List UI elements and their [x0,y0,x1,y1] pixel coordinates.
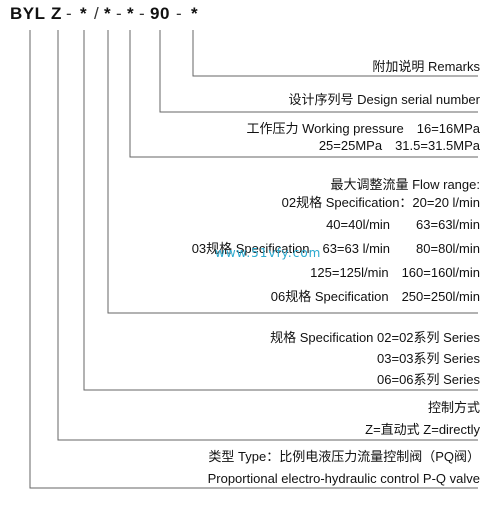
code-flow: * [104,4,112,23]
code-sep-5: - [176,4,183,23]
watermark-text: www.51vfy.com [215,246,322,260]
leader-flow [107,30,478,314]
leader-remarks [192,30,478,77]
code-pressure: * [127,4,135,23]
leader-design-serial [159,30,478,113]
spec-line-2: 03=03系列 Series [377,351,480,366]
leader-pressure [129,30,478,158]
code-remarks: * [191,4,199,23]
leader-spec [83,30,478,391]
code-sep-1: - [66,4,73,23]
leader-type [29,30,478,489]
flow-title: 最大调整流量 Flow range: [330,177,480,192]
code-sep-3: - [116,4,123,23]
flow-03-line-1: 03规格 Specification 63=63 l/min 80=80l/mi… [191,241,480,256]
code-series: BYL [10,4,46,23]
flow-03-line-2: 125=125l/min 160=160l/min [310,265,480,280]
code-design-serial: 90 [150,4,170,23]
leader-control [57,30,478,441]
flow-02-line-2: 40=40l/min 63=63l/min [326,217,480,232]
type-line-1: 类型 Type：比例电液压力流量控制阀（PQ阀） [208,449,480,464]
type-line-2: Proportional electro-hydraulic control P… [207,471,480,486]
code-sep-4: - [139,4,146,23]
remarks-label: 附加说明 Remarks [372,59,480,74]
control-title: 控制方式 [427,400,480,415]
code-spec: * [80,4,88,23]
flow-02-line-1: 02规格 Specification：20=20 l/min [281,195,480,210]
pressure-label-2: 25=25MPa 31.5=31.5MPa [318,138,480,153]
pressure-label-1: 工作压力 Working pressure 16=16MPa [246,121,481,136]
design-serial-label: 设计序列号 Design serial number [288,92,480,107]
control-value: Z=直动式 Z=directly [365,422,480,437]
spec-line-1: 规格 Specification 02=02系列 Series [270,330,480,345]
flow-06-line: 06规格 Specification 250=250l/min [270,289,480,304]
code-sep-2: / [94,4,100,23]
spec-line-3: 06=06系列 Series [377,372,480,387]
code-control: Z [51,4,62,23]
